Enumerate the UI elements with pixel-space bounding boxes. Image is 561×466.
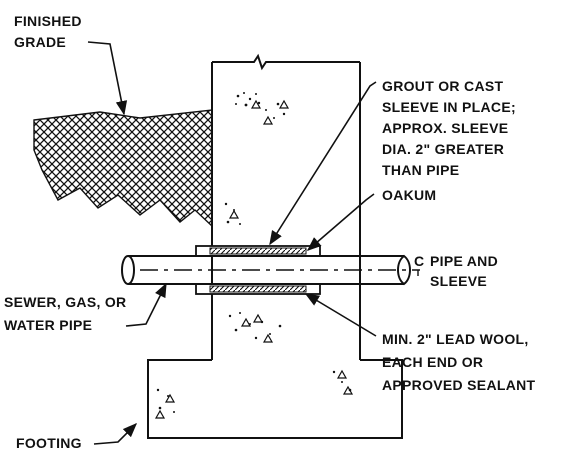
centerline-symbol: C xyxy=(414,253,424,269)
label-footing: FOOTING xyxy=(16,435,82,451)
leader-lines xyxy=(87,41,377,445)
label-oakum: OAKUM xyxy=(382,187,436,203)
pipe-and-sleeve-line-2: SLEEVE xyxy=(430,273,487,289)
sewer-line-1: SEWER, GAS, OR xyxy=(4,294,126,310)
concrete-aggregate xyxy=(154,92,354,419)
grout-line-1: GROUT OR CAST xyxy=(382,78,503,94)
lead-wool-line-1: MIN. 2" LEAD WOOL, xyxy=(382,331,529,347)
finished-grade-line-2: GRADE xyxy=(14,34,66,50)
label-sewer-pipe: SEWER, GAS, OR WATER PIPE xyxy=(4,294,126,333)
grout-line-5: THAN PIPE xyxy=(382,162,459,178)
soil-backfill xyxy=(33,109,213,228)
sewer-line-2: WATER PIPE xyxy=(4,317,92,333)
label-finished-grade: FINISHED GRADE xyxy=(14,13,82,50)
grout-line-2: SLEEVE IN PLACE; xyxy=(382,99,516,115)
grout-line-4: DIA. 2" GREATER xyxy=(382,141,504,157)
pipe xyxy=(121,254,420,286)
grout-line-3: APPROX. SLEEVE xyxy=(382,120,508,136)
label-centerline: C PIPE AND SLEEVE xyxy=(414,253,498,289)
pipe-and-sleeve-line-1: PIPE AND xyxy=(430,253,498,269)
footing xyxy=(147,359,403,439)
label-lead-wool: MIN. 2" LEAD WOOL, EACH END OR APPROVED … xyxy=(382,331,536,393)
lead-wool-line-2: EACH END OR xyxy=(382,354,483,370)
foundation-wall xyxy=(211,53,361,360)
finished-grade-line-1: FINISHED xyxy=(14,13,82,29)
lead-wool-line-3: APPROVED SEALANT xyxy=(382,377,536,393)
label-grout-sleeve: GROUT OR CAST SLEEVE IN PLACE; APPROX. S… xyxy=(382,78,516,178)
